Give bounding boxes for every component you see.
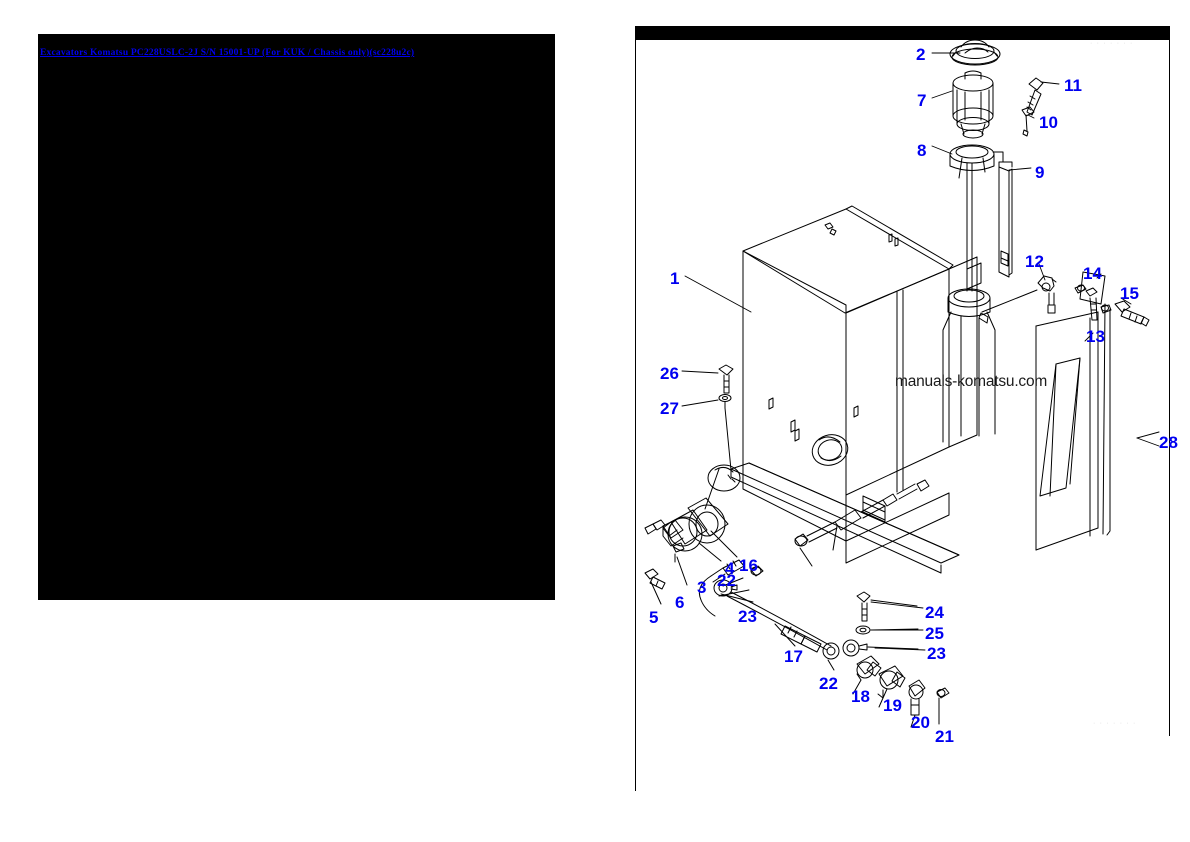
part-24-bolt bbox=[857, 592, 917, 621]
part-1-tank bbox=[731, 206, 981, 573]
technical-line-art bbox=[635, 26, 1180, 791]
callout-6[interactable]: 6 bbox=[675, 593, 685, 612]
part-23-clamp-right bbox=[843, 640, 918, 656]
callout-27[interactable]: 27 bbox=[660, 399, 679, 418]
callout-26[interactable]: 26 bbox=[660, 364, 679, 383]
callout-13[interactable]: 13 bbox=[1086, 327, 1105, 346]
callout-10[interactable]: 10 bbox=[1039, 113, 1058, 132]
diagram-frame-left bbox=[635, 26, 636, 791]
part-9-bracket bbox=[999, 162, 1012, 277]
callout-18[interactable]: 18 bbox=[851, 687, 870, 706]
part-7-strainer bbox=[953, 71, 993, 138]
callout-2[interactable]: 2 bbox=[916, 45, 926, 64]
callout-22-lower[interactable]: 22 bbox=[819, 674, 838, 693]
part-17-hose bbox=[699, 560, 839, 670]
callout-7[interactable]: 7 bbox=[917, 91, 927, 110]
part-14-plate bbox=[1075, 272, 1111, 320]
part-19-tee bbox=[878, 666, 905, 707]
callout-9[interactable]: 9 bbox=[1035, 163, 1045, 182]
callout-21[interactable]: 21 bbox=[935, 727, 954, 746]
callout-12[interactable]: 12 bbox=[1025, 252, 1044, 271]
part-26-bolt bbox=[719, 365, 733, 393]
callout-25[interactable]: 25 bbox=[925, 624, 944, 643]
callout-5[interactable]: 5 bbox=[649, 608, 659, 627]
callout-15[interactable]: 15 bbox=[1120, 284, 1139, 303]
part-15-bolt bbox=[1115, 301, 1149, 326]
callout-19[interactable]: 19 bbox=[883, 696, 902, 715]
faint-header-text: · · · · · · · bbox=[1090, 40, 1134, 47]
leader-lines bbox=[682, 53, 1159, 650]
callout-14[interactable]: 14 bbox=[1083, 264, 1102, 283]
callout-4[interactable]: 4 bbox=[725, 559, 735, 578]
thumbnail-placeholder bbox=[38, 34, 555, 600]
watermark-text: manuals-komatsu.com bbox=[895, 373, 1048, 390]
callout-24[interactable]: 24 bbox=[925, 603, 944, 622]
callout-16[interactable]: 16 bbox=[739, 556, 758, 575]
part-16-22-tube bbox=[795, 480, 929, 566]
breadcrumb-link[interactable]: Excavators Komatsu PC228USLC-2J S/N 1500… bbox=[40, 48, 415, 58]
callout-20[interactable]: 20 bbox=[911, 713, 930, 732]
part-10-clip bbox=[1022, 107, 1034, 136]
callout-23-left[interactable]: 23 bbox=[738, 607, 757, 626]
part-12-fitting bbox=[982, 276, 1056, 313]
part-8-flange bbox=[950, 145, 1003, 178]
callout-23-right[interactable]: 23 bbox=[927, 644, 946, 663]
parts-diagram: · · · · · · · · · · · · · · bbox=[635, 26, 1180, 791]
part-22-clamp-left bbox=[723, 566, 763, 586]
tank-riser bbox=[943, 163, 995, 442]
part-13-cover bbox=[1036, 312, 1098, 550]
faint-footer-text: · · · · · · · bbox=[1093, 720, 1137, 727]
callout-1[interactable]: 1 bbox=[670, 269, 680, 288]
diagram-title-bar bbox=[636, 26, 1169, 40]
callout-8[interactable]: 8 bbox=[917, 141, 927, 160]
part-11-bolt bbox=[1027, 78, 1043, 115]
part-2-cap bbox=[950, 40, 1000, 65]
parts-3-4-5-6-cluster bbox=[645, 465, 740, 604]
callout-28[interactable]: 28 bbox=[1159, 433, 1178, 452]
part-20-elbow bbox=[909, 680, 925, 727]
part-27-washer bbox=[719, 395, 731, 471]
part-18-union bbox=[853, 656, 881, 694]
callout-22-upper[interactable]: 22 bbox=[717, 571, 736, 590]
part-28-panel bbox=[1103, 304, 1159, 535]
diagram-frame-right bbox=[1169, 26, 1170, 736]
part-21-plug bbox=[937, 688, 949, 724]
callout-3[interactable]: 3 bbox=[697, 578, 707, 597]
callout-17[interactable]: 17 bbox=[784, 647, 803, 666]
callout-11[interactable]: 11 bbox=[1064, 76, 1082, 95]
